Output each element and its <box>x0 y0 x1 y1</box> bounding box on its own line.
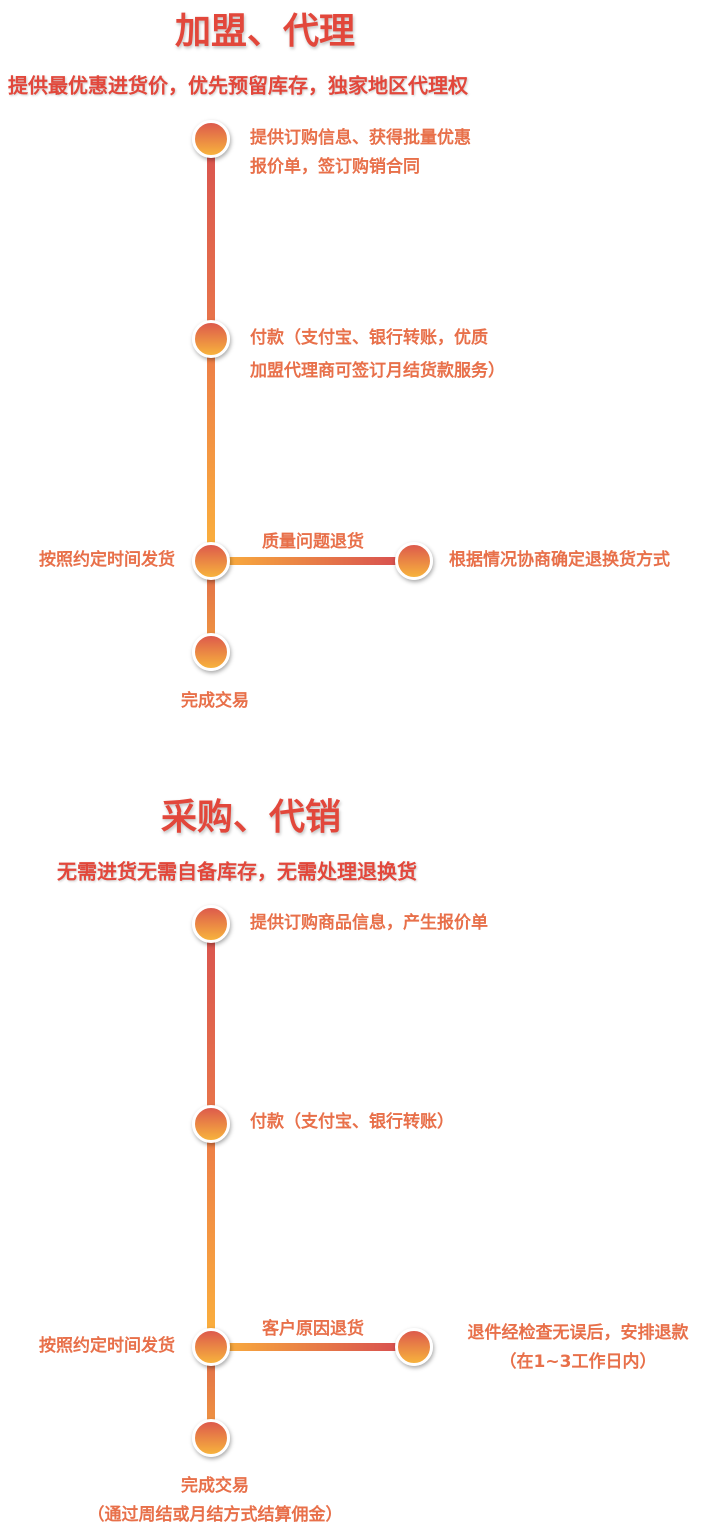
step2-text: 付款（支付宝、银行转账） <box>250 1108 454 1137</box>
connector-line <box>207 339 215 561</box>
step1-text: 提供订购商品信息，产生报价单 <box>250 909 488 938</box>
text-line: 完成交易 <box>181 1476 249 1496</box>
text-line: 加盟代理商可签订月结货款服务） <box>250 361 505 381</box>
connector-line <box>207 1347 215 1438</box>
step-node <box>192 1328 230 1366</box>
step3-text: 按照约定时间发货 <box>39 550 175 570</box>
step-node <box>192 320 230 358</box>
step-node <box>192 905 230 943</box>
text-line: 根据情况协商确定退换货方式 <box>449 550 670 570</box>
branch-line <box>211 557 414 565</box>
text-line: 提供订购商品信息，产生报价单 <box>250 913 488 933</box>
text-line: 提供订购信息、获得批量优惠 <box>250 128 471 148</box>
text-line: 付款（支付宝、银行转账） <box>250 1112 454 1132</box>
branch-node <box>395 1328 433 1366</box>
step3-text: 按照约定时间发货 <box>39 1336 175 1356</box>
section2-title: 采购、代销 <box>160 797 342 838</box>
step1-text: 提供订购信息、获得批量优惠 报价单，签订购销合同 <box>250 124 471 182</box>
section2-subtitle: 无需进货无需自备库存，无需处理退换货 <box>57 859 417 884</box>
text-line: 付款（支付宝、银行转账，优质 <box>250 328 488 348</box>
text-line: 报价单，签订购销合同 <box>250 157 420 177</box>
branch-node <box>395 542 433 580</box>
branch-label: 客户原因退货 <box>262 1319 364 1339</box>
step-node <box>192 1419 230 1457</box>
step-node <box>192 120 230 158</box>
step-node <box>192 542 230 580</box>
branch-label: 质量问题退货 <box>262 532 364 552</box>
text-line: （在1~3工作日内） <box>499 1352 657 1372</box>
step2-text: 付款（支付宝、银行转账，优质 加盟代理商可签订月结货款服务） <box>250 322 505 388</box>
step4-text: 完成交易 <box>181 687 249 716</box>
section1-subtitle: 提供最优惠进货价，优先预留库存，独家地区代理权 <box>8 73 468 98</box>
text-line: （通过周结或月结方式结算佣金） <box>87 1505 343 1525</box>
text-line: 完成交易 <box>181 691 249 711</box>
connector-line <box>207 561 215 652</box>
text-line: 退件经检查无误后，安排退款 <box>467 1323 689 1343</box>
step-node <box>192 633 230 671</box>
step-node <box>192 1105 230 1143</box>
branch-result: 根据情况协商确定退换货方式 <box>449 546 670 575</box>
branch-line <box>211 1343 414 1351</box>
branch-result: 退件经检查无误后，安排退款 （在1~3工作日内） <box>468 1319 689 1377</box>
step4-text: 完成交易 （通过周结或月结方式结算佣金） <box>88 1472 343 1529</box>
connector-line <box>207 924 215 1124</box>
connector-line <box>207 1124 215 1347</box>
section1-title: 加盟、代理 <box>174 11 356 52</box>
connector-line <box>207 139 215 339</box>
